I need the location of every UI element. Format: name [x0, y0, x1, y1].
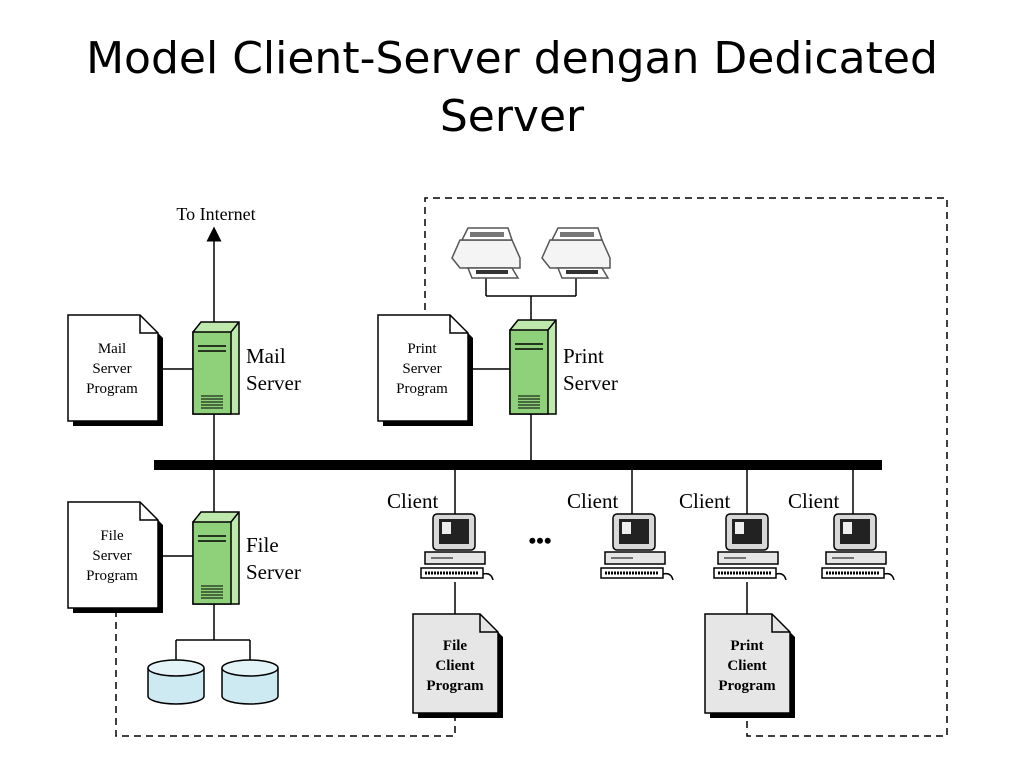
print-domain-boundary — [424, 197, 948, 737]
network-bus — [154, 460, 882, 470]
computer-icon — [713, 513, 787, 581]
mail-server-label-line-2: Server — [246, 371, 301, 395]
print-client-line-2: Client — [727, 658, 766, 674]
disk-icon — [221, 659, 279, 705]
file-server-icon — [192, 511, 240, 605]
file-program-line-2: Server — [92, 548, 131, 564]
print-client-line-1: Print — [730, 638, 763, 654]
mail-server-label-line-1: Mail — [246, 344, 286, 368]
mail-program-line-1: Mail — [98, 341, 126, 357]
print-program-line-3: Program — [396, 381, 448, 397]
file-program-line-3: Program — [86, 568, 138, 584]
file-client-line-2: Client — [435, 658, 474, 674]
print-program-line-2: Server — [402, 361, 441, 377]
slide-title-line-2: Server — [439, 91, 585, 142]
print-program-line-1: Print — [407, 341, 437, 357]
computer-icon — [600, 513, 674, 581]
mail-server-icon — [192, 321, 240, 415]
client-label: Client — [567, 489, 618, 513]
print-client-program-doc: Print Client Program — [704, 613, 795, 718]
computer-icon — [420, 513, 494, 581]
file-domain-boundary — [115, 610, 456, 737]
file-client-program-doc: File Client Program — [412, 613, 503, 718]
slide-title: Model Client-Server dengan Dedicated Ser… — [0, 30, 1024, 146]
computer-icon — [821, 513, 895, 581]
client-label: Client — [788, 489, 839, 513]
connection-lines — [158, 276, 854, 660]
mail-program-line-2: Server — [92, 361, 131, 377]
print-server-label-line-1: Print — [563, 344, 604, 368]
file-server-program-doc: File Server Program — [67, 501, 163, 613]
client-label: Client — [679, 489, 730, 513]
slide-title-line-1: Model Client-Server dengan Dedicated — [86, 33, 938, 84]
print-client-line-3: Program — [718, 678, 776, 694]
print-server-program-doc: Print Server Program — [377, 314, 473, 426]
file-client-line-1: File — [443, 638, 467, 654]
disk-icon — [147, 659, 205, 705]
file-client-line-3: Program — [426, 678, 484, 694]
ellipsis-label: ••• — [528, 528, 551, 553]
internet-label: To Internet — [176, 204, 255, 224]
mail-program-line-3: Program — [86, 381, 138, 397]
mail-server-program-doc: Mail Server Program — [67, 314, 163, 426]
printer-icon — [451, 227, 521, 279]
file-server-label-line-2: Server — [246, 560, 301, 584]
printer-icon — [541, 227, 611, 279]
client-label: Client — [387, 489, 438, 513]
file-server-label-line-1: File — [246, 533, 279, 557]
file-program-line-1: File — [100, 528, 124, 544]
print-server-icon — [509, 319, 557, 415]
print-server-label-line-2: Server — [563, 371, 618, 395]
